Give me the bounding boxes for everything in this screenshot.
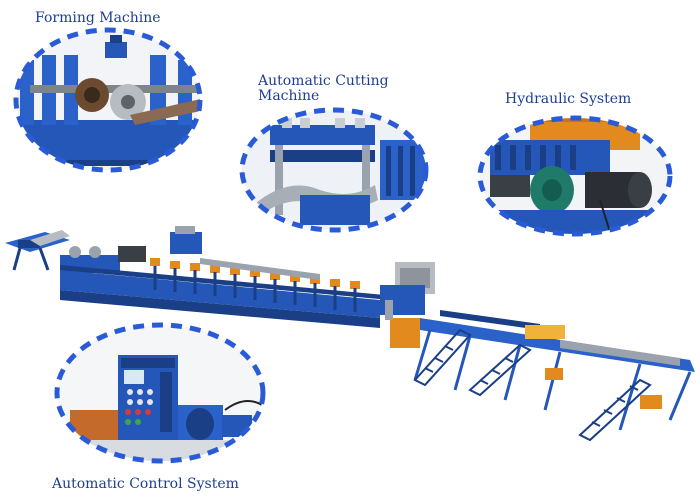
forming-machine-ring xyxy=(13,27,203,173)
control-system-ring xyxy=(54,322,266,464)
cutting-machine-photo xyxy=(242,110,426,230)
cutting-machine-label-line1: Automatic Cutting xyxy=(258,73,389,89)
forming-machine-label: Forming Machine xyxy=(35,10,161,26)
cutting-machine-label-line2: Machine xyxy=(258,88,320,104)
main-production-line xyxy=(5,226,695,442)
hydraulic-system-label: Hydraulic System xyxy=(505,91,632,107)
control-system-label: Automatic Control System xyxy=(52,476,239,492)
forming-machine-photo xyxy=(16,30,200,170)
cutting-machine-ring xyxy=(239,107,429,233)
hydraulic-system-photo xyxy=(480,118,670,234)
hydraulic-system-ring xyxy=(477,115,673,237)
